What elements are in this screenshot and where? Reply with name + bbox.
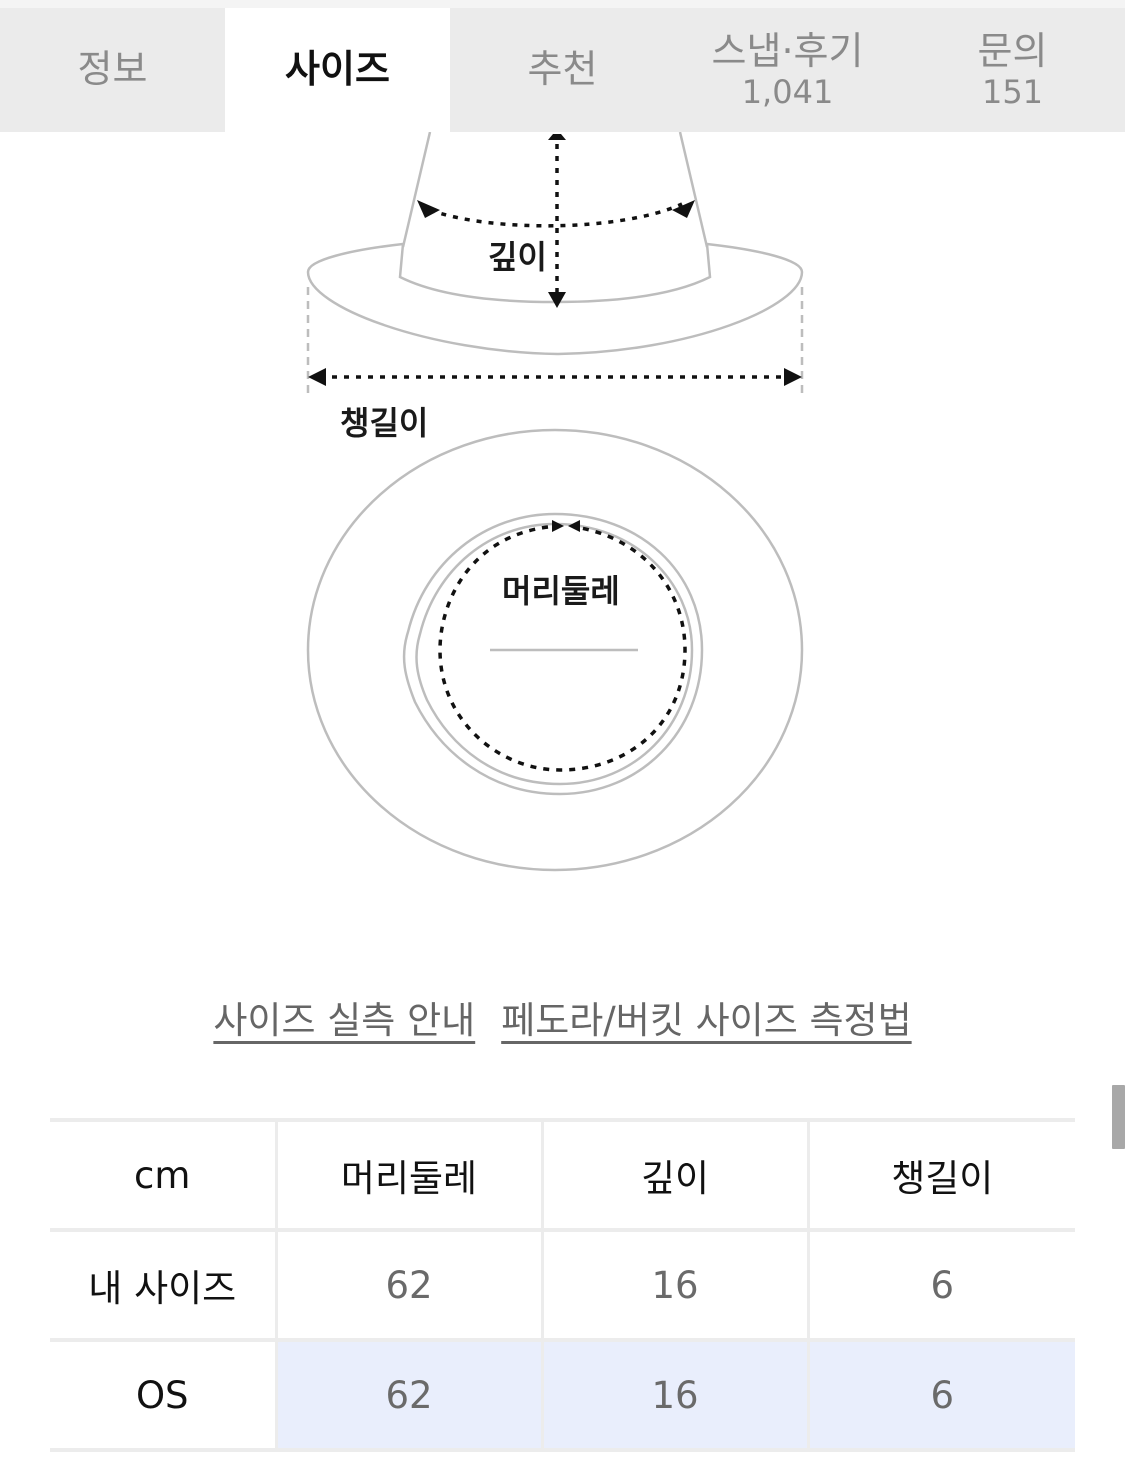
scrollbar-thumb[interactable] [1112,1085,1125,1149]
row-label: 내 사이즈 [50,1228,276,1342]
depth-label: 깊이 [488,238,547,276]
depth-value: 16 [540,1338,808,1452]
top-strip [0,0,1125,8]
size-table: cm 머리둘레 깊이 챙길이 내 사이즈 62 16 6 OS 62 16 6 [50,1118,1075,1452]
depth-value: 16 [540,1228,808,1342]
tab-label: 정보 [77,47,148,92]
head-circumference-header: 머리둘레 [274,1118,542,1232]
tab-inquiry[interactable]: 문의 151 [900,8,1125,132]
table-row: 내 사이즈 62 16 6 [50,1228,1075,1342]
depth-header: 깊이 [540,1118,808,1232]
tab-snap-review[interactable]: 스냅·후기 1,041 [675,8,900,132]
inquiry-count: 151 [981,73,1044,112]
fedora-bucket-measure-link[interactable]: 페도라/버킷 사이즈 측정법 [501,999,912,1042]
size-measurement-guide-link[interactable]: 사이즈 실측 안내 [213,999,476,1042]
brim-length-value: 6 [806,1338,1075,1452]
brim-length-value: 6 [806,1228,1075,1342]
head-circumference-label: 머리둘레 [502,572,620,610]
tab-info[interactable]: 정보 [0,8,225,132]
unit-header: cm [50,1118,276,1232]
row-label: OS [50,1338,276,1452]
tab-label: 사이즈 [285,47,390,92]
table-row: OS 62 16 6 [50,1338,1075,1452]
hat-illustration-icon [306,132,804,872]
brim-length-header: 챙길이 [806,1118,1075,1232]
hat-size-diagram: 깊이 챙길이 머리둘레 [290,132,830,882]
brim-length-label: 챙길이 [340,404,429,442]
table-header-row: cm 머리둘레 깊이 챙길이 [50,1118,1075,1232]
tab-label: 추천 [527,47,598,92]
review-count: 1,041 [741,73,834,112]
tab-size[interactable]: 사이즈 [225,8,450,132]
tab-label: 스냅·후기 [711,28,864,73]
product-tab-bar: 정보 사이즈 추천 스냅·후기 1,041 문의 151 [0,8,1125,132]
tab-label: 문의 [977,28,1048,73]
head-circumference-value: 62 [274,1228,542,1342]
size-guide-links: 사이즈 실측 안내 페도라/버킷 사이즈 측정법 [0,990,1125,1044]
head-circumference-value: 62 [274,1338,542,1452]
tab-recommend[interactable]: 추천 [450,8,675,132]
